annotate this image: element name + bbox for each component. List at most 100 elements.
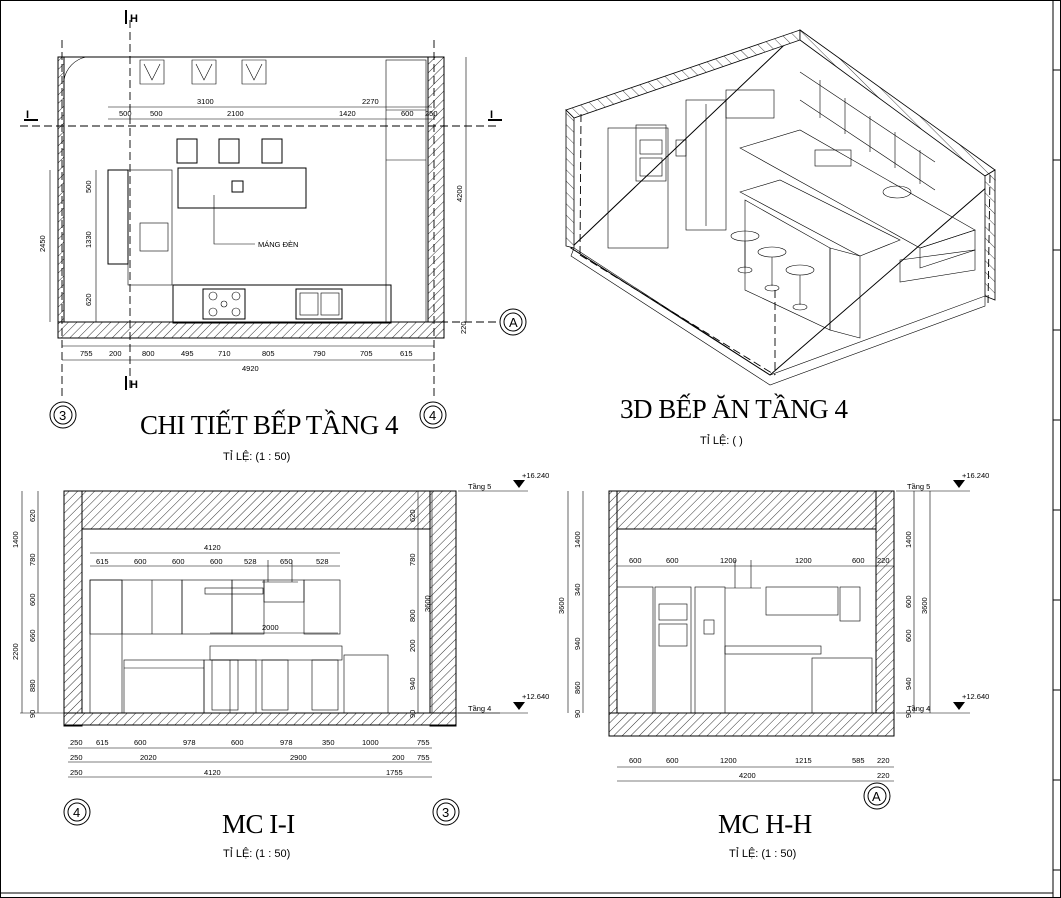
dim: 1215 [795, 756, 812, 765]
dim: 500 [84, 180, 93, 193]
dim: 800 [142, 349, 155, 358]
plan-title: CHI TIẾT BẾP TẦNG 4 [140, 409, 399, 440]
dim: 250 [70, 768, 83, 777]
dim: 4200 [739, 771, 756, 780]
dim: 1400 [11, 531, 20, 548]
kitchen-floor-plan: MÁNG ĐÈN I I H H 3100 2270 500 500 2100 … [20, 10, 527, 463]
dim: 1400 [904, 531, 913, 548]
plan-wall-right [427, 56, 445, 330]
plan-base-cabinet [172, 284, 392, 324]
dim: 780 [408, 553, 417, 566]
dim: 600 [134, 738, 147, 747]
section-hh-scale: TỈ LỆ: (1 : 50) [729, 847, 796, 860]
dim: 3600 [423, 595, 432, 612]
section-ii-scale: TỈ LỆ: (1 : 50) [223, 847, 290, 860]
section-ii-title: MC I-I [222, 809, 295, 839]
section-marker-i-left: I [26, 109, 29, 121]
dim: 615 [400, 349, 413, 358]
grid-axis-label: 4 [73, 805, 80, 820]
dim: 2270 [362, 97, 379, 106]
grid-bubble [499, 308, 527, 336]
dim: 710 [218, 349, 231, 358]
dim: 2020 [140, 753, 157, 762]
range-hood [725, 560, 761, 589]
plan-sink [295, 288, 343, 320]
level-label: Tầng 4 [468, 704, 491, 713]
dim: 4920 [242, 364, 259, 373]
upper-cabinet [89, 579, 183, 635]
level-label: Tầng 4 [907, 704, 930, 713]
plan-chair [191, 59, 217, 85]
dim: 250 [425, 109, 438, 118]
level-value: +12.640 [962, 692, 989, 701]
section-marker-h-bottom: H [130, 379, 138, 391]
dim: 755 [417, 738, 430, 747]
grid-bubble [49, 401, 77, 429]
grid-axis-label: A [872, 789, 881, 804]
fridge [694, 586, 726, 714]
dim: 585 [852, 756, 865, 765]
dim: 755 [80, 349, 93, 358]
dim: 1330 [84, 231, 93, 248]
level-value: +16.240 [522, 471, 549, 480]
dim: 600 [172, 557, 185, 566]
dim: 90 [573, 710, 582, 718]
grid-bubble [419, 401, 447, 429]
dim: 620 [84, 293, 93, 306]
dim: 880 [28, 679, 37, 692]
dim: 600 [629, 556, 642, 565]
upper-cabinet [765, 586, 839, 616]
dim: 600 [904, 595, 913, 608]
level-value: +12.640 [522, 692, 549, 701]
dim: 600 [134, 557, 147, 566]
dim: 90 [904, 710, 913, 718]
plan-wall-bottom [57, 321, 445, 339]
dim: 600 [852, 556, 865, 565]
dim: 500 [150, 109, 163, 118]
plan-wall-left [57, 56, 65, 330]
3d-stool [785, 264, 815, 311]
plan-cooktop [202, 288, 246, 320]
dim: 600 [231, 738, 244, 747]
dim: 978 [183, 738, 196, 747]
dim: 800 [408, 609, 417, 622]
dim: 600 [904, 629, 913, 642]
dim: 780 [28, 553, 37, 566]
dim: 620 [28, 509, 37, 522]
dim: 200 [392, 753, 405, 762]
level-value: +16.240 [962, 471, 989, 480]
base-cabinet [811, 657, 873, 714]
section-marker-h-top: H [130, 13, 138, 25]
plan-stool [218, 138, 240, 164]
dim: 4120 [204, 543, 221, 552]
plan-stool [261, 138, 283, 164]
3d-title: 3D BẾP ĂN TẦNG 4 [620, 393, 849, 424]
3d-fridge [685, 99, 727, 231]
dim: 4200 [455, 185, 464, 202]
dim: 528 [244, 557, 257, 566]
grid-axis-label: A [509, 315, 518, 330]
3d-sink [814, 149, 852, 167]
grid-bubble [432, 798, 460, 826]
dim: 1200 [720, 556, 737, 565]
dim: 495 [181, 349, 194, 358]
dim: 660 [28, 629, 37, 642]
dim: 4120 [204, 768, 221, 777]
dim: 250 [70, 753, 83, 762]
dim: 600 [666, 556, 679, 565]
dim: 1400 [573, 531, 582, 548]
3d-cooktop [882, 185, 912, 199]
3d-island [739, 179, 901, 257]
3d-stool [730, 230, 760, 274]
dim: 90 [28, 710, 37, 718]
dim: 600 [28, 593, 37, 606]
dim: 2900 [290, 753, 307, 762]
dim: 705 [360, 349, 373, 358]
dim: 600 [210, 557, 223, 566]
plan-scale: TỈ LỆ: (1 : 50) [223, 450, 290, 463]
dim: 1755 [386, 768, 403, 777]
grid-axis-label: 4 [429, 408, 436, 423]
grid-axis-label: 3 [59, 408, 66, 423]
